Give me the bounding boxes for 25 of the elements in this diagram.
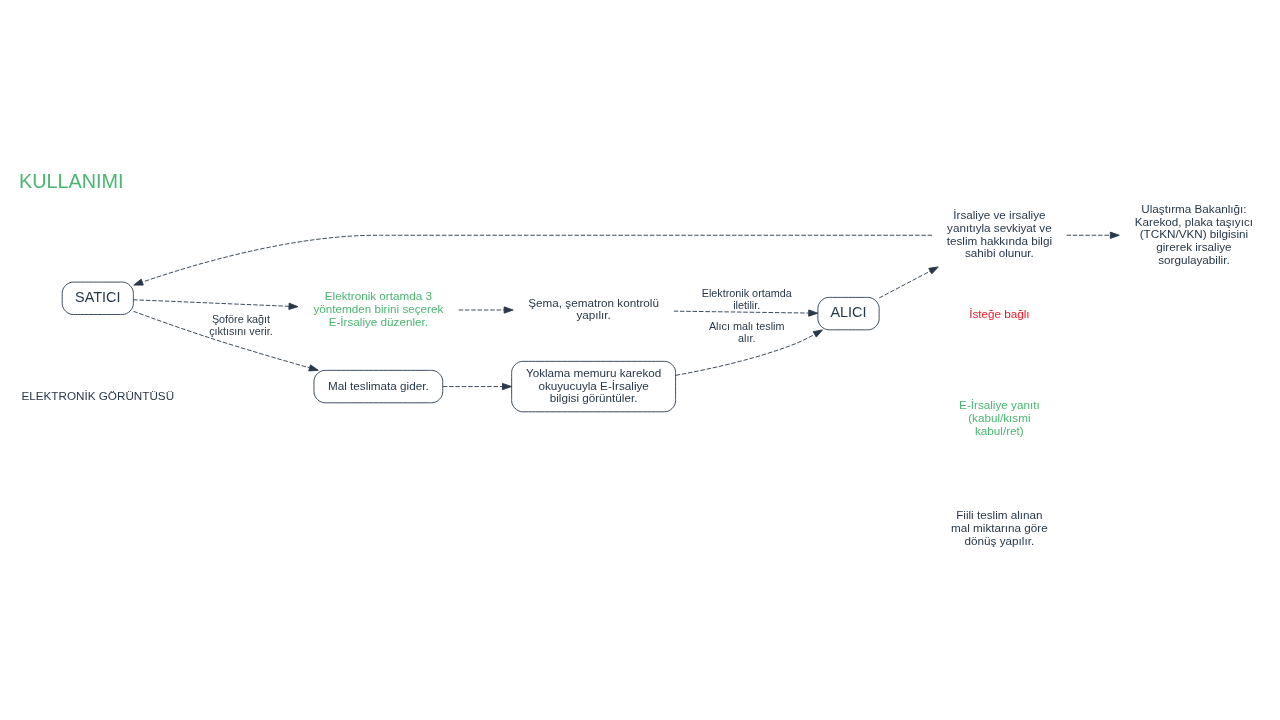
node-text: Elektronik ortamda 3 yöntemden birini seçerek E-İrsaliye düzenler. [313,289,444,328]
edge-label: Elektronik ortamda iletilir. [701,287,792,311]
node-text: Ulaştırma Bakanlığı: Karekod, plaka taşıyıcı (TCKN/VKN) bilgisini girerek irsaliye sorgulayabilir. [1134,202,1254,266]
arrow [878,266,939,299]
node-box: ALICI [817,296,880,331]
arrow [442,382,512,391]
arrow [675,329,823,376]
node-text: Şema, şematron kontrolü yapılır. [528,295,659,322]
arrow [132,299,299,310]
label: ELEKTRONİK GÖRÜNTÜSÜ [21,389,175,403]
edge-label: Alıcı malı teslim alır. [708,320,785,345]
label: İsteğe bağlı [969,307,1030,321]
edge-label: Şoföre kağıt çıktısını verir. [209,313,273,337]
label: E-İrsaliye yanıtı (kabul/kısmi kabul/ret) [959,398,1040,437]
node-box: Mal teslimata gider. [313,369,444,404]
arrow [133,234,933,286]
arrow [673,309,819,317]
arrow [458,306,514,314]
label: Fiili teslim alınan mal miktarına göre dönüş yapılır. [950,508,1048,547]
node-box: SATICI [61,281,134,315]
arrow [1066,231,1120,239]
diagram-title: KULLANIMI [18,170,124,193]
node-text: İrsaliye ve irsaliye yanıtıyla sevkiyat ve teslim hakkında bilgi sahibi olunur. [946,208,1052,260]
arrow [133,310,319,372]
node-box: Yoklama memuru karekod okuyucuyla E-İrsaliye bilgisi görüntüler. [511,360,677,413]
